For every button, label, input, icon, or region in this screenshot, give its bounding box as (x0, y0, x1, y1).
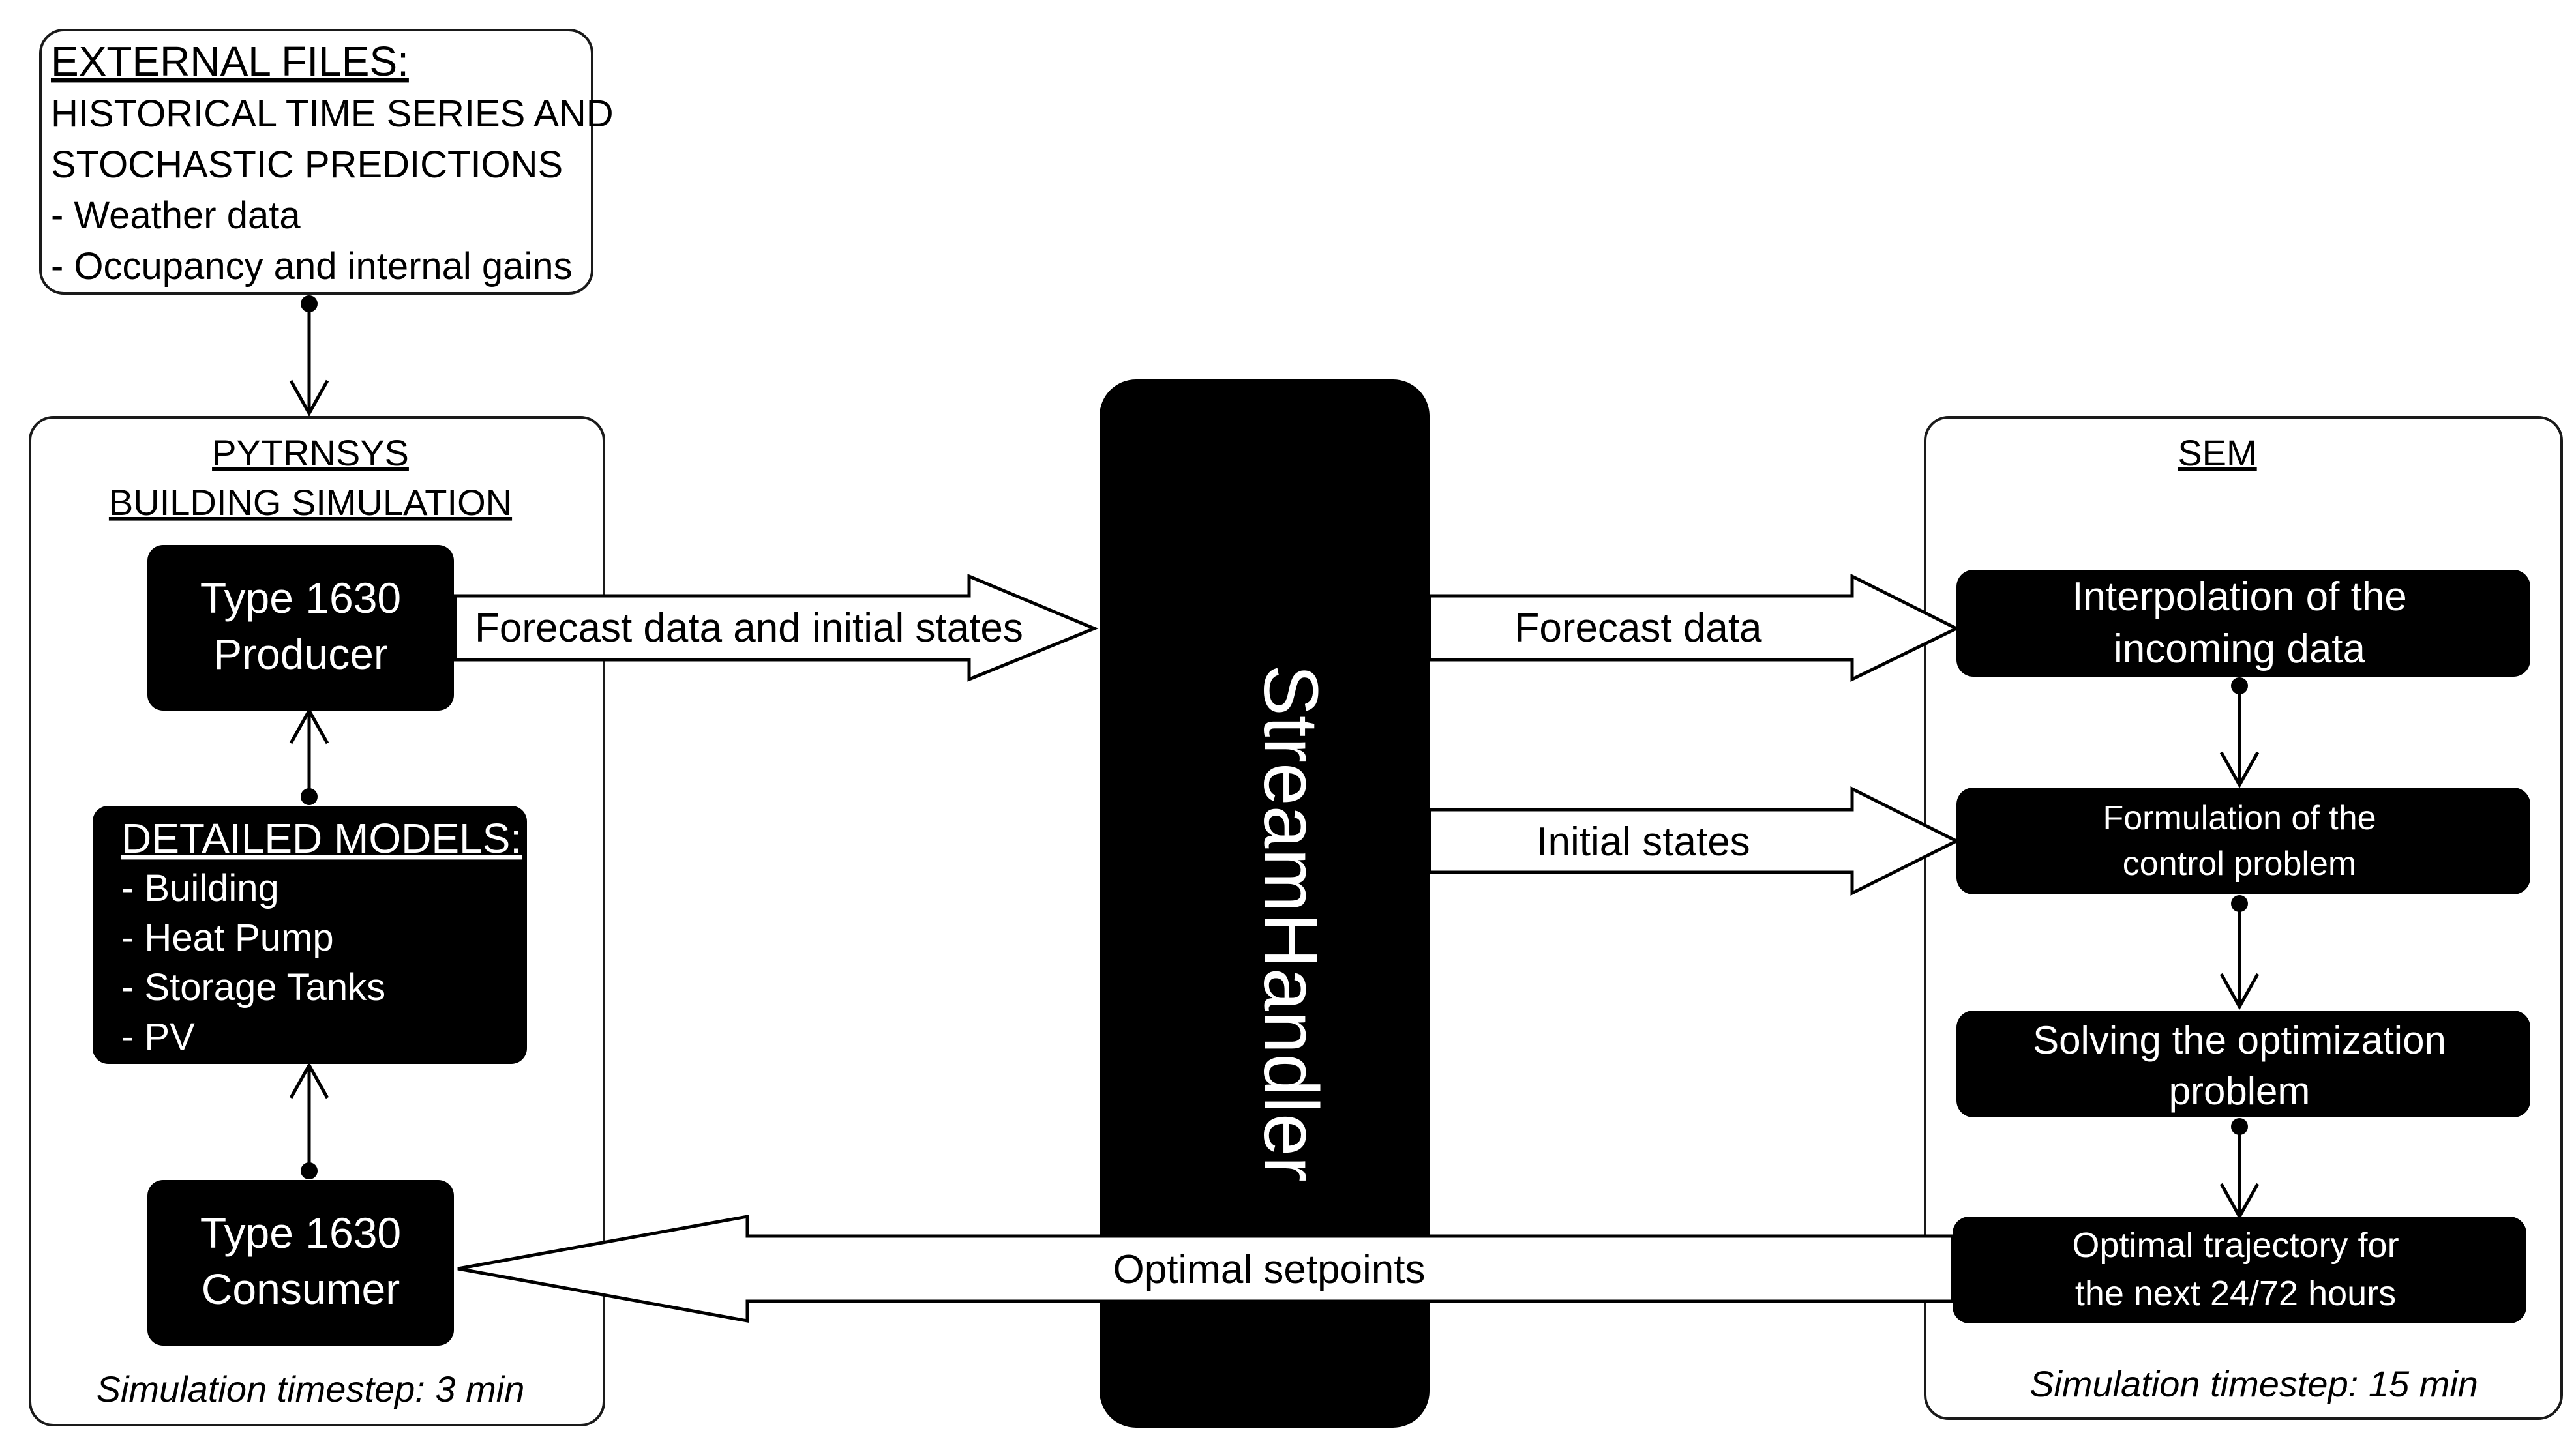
flow-label-forecast-and-initial: Forecast data and initial states (475, 606, 1023, 651)
arrowhead-icon (2219, 751, 2260, 789)
sem-step-label: Solving the optimization (2033, 1018, 2446, 1062)
external-files-line: - Weather data (51, 194, 301, 237)
sem-step-solving (1956, 1011, 2530, 1117)
flow-arrow-initial-states (1428, 786, 1960, 896)
detailed-models-item: - Heat Pump (121, 917, 334, 959)
producer-label: Producer (213, 630, 388, 678)
consumer-label: Type 1630 (200, 1209, 401, 1257)
producer-label: Type 1630 (200, 574, 401, 622)
arrowhead-icon (289, 707, 329, 745)
sem-step-trajectory (1953, 1217, 2526, 1323)
consumer-label: Consumer (202, 1265, 400, 1313)
external-files-line: - Occupancy and internal gains (51, 245, 573, 288)
external-files-title: EXTERNAL FILES: (51, 38, 409, 85)
flow-label-initial-states: Initial states (1536, 819, 1750, 864)
detailed-models-title: DETAILED MODELS: (121, 815, 522, 862)
pytrnsys-title: PYTRNSYS (212, 432, 409, 473)
arrowhead-icon (2219, 973, 2260, 1011)
sem-step-label: Formulation of the (2103, 799, 2376, 837)
connector-dot (301, 1162, 318, 1179)
sem-step-label: problem (2169, 1069, 2311, 1113)
detailed-models-item: - PV (121, 1016, 195, 1058)
connector-dot (301, 788, 318, 805)
flow-label-forecast: Forecast data (1514, 606, 1762, 651)
flow-arrow-optimal-setpoints (457, 1215, 1954, 1323)
arrowhead-icon (289, 1061, 329, 1099)
streamhandler-label: StreamHandler (1248, 664, 1334, 1182)
sem-title: SEM (2178, 432, 2256, 473)
external-files-line: HISTORICAL TIME SERIES AND (51, 93, 614, 135)
producer-block (147, 545, 454, 711)
flow-label-optimal-setpoints: Optimal setpoints (1113, 1247, 1426, 1292)
flow-arrow-forecast-and-initial (453, 574, 1099, 682)
detailed-models-item: - Building (121, 867, 279, 909)
streamhandler-block (1100, 379, 1430, 1428)
sem-step-interpolation (1956, 570, 2530, 677)
detailed-models-item: - Storage Tanks (121, 966, 385, 1009)
sem-timestep: Simulation timestep: 15 min (2029, 1363, 2478, 1404)
pytrnsys-title: BUILDING SIMULATION (109, 482, 512, 523)
sem-step-label: Interpolation of the (2072, 574, 2407, 619)
sem-step-formulation (1956, 788, 2530, 894)
sem-step-label: control problem (2123, 845, 2356, 883)
sem-step-label: incoming data (2114, 627, 2366, 671)
external-files-box (39, 29, 593, 295)
pytrnsys-timestep: Simulation timestep: 3 min (97, 1368, 525, 1409)
consumer-block (147, 1180, 454, 1346)
flow-arrow-forecast (1428, 573, 1960, 682)
external-files-line: STOCHASTIC PREDICTIONS (51, 143, 563, 186)
arrowhead-icon (289, 379, 329, 417)
sem-step-label: the next 24/72 hours (2075, 1274, 2396, 1313)
sem-step-label: Optimal trajectory for (2072, 1226, 2399, 1265)
detailed-models-block (93, 806, 527, 1064)
